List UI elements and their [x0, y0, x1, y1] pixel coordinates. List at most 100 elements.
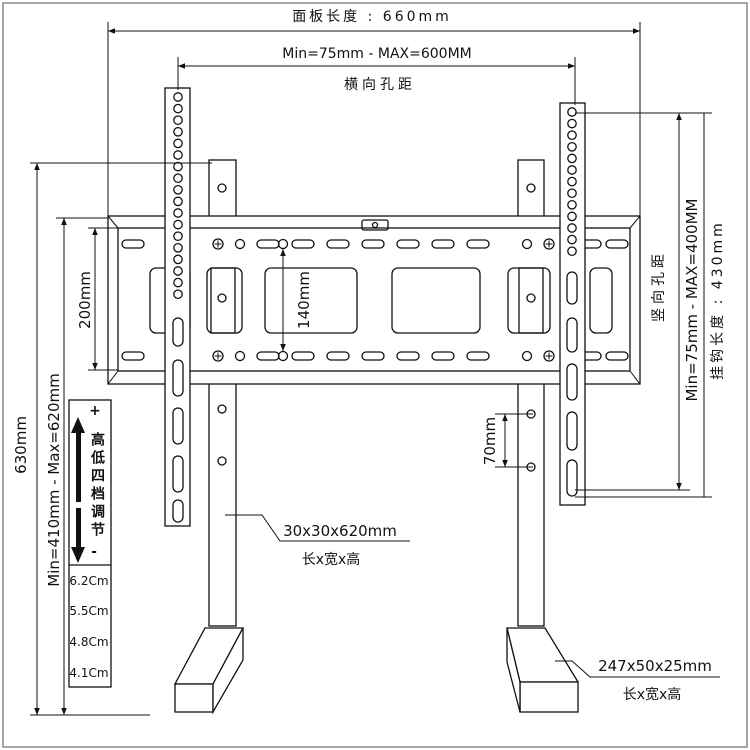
right-post-hole [526, 183, 536, 193]
right-strip-hole [567, 176, 577, 187]
right-strip-hole [567, 107, 577, 117]
left-foot-side [212, 627, 244, 715]
plate-slot [361, 351, 385, 361]
plate-hole [277, 350, 289, 362]
adjust-level-label: 6.2Cm [69, 574, 108, 588]
panel-length-dimension: 面板长度 : 660mm [107, 9, 641, 216]
plate-cutout [264, 267, 358, 334]
leader-line [225, 514, 410, 542]
vertical-range-label: Min=75mm - MAX=400MM [683, 198, 701, 401]
right-strip-hole [567, 165, 577, 175]
adjust-levels-text: 高低四档调节 [89, 431, 106, 540]
left-foot-front [174, 683, 214, 713]
right-strip-hole [567, 246, 577, 257]
slot-spacing-dimension: 140mm [280, 249, 313, 351]
plate-slot [291, 239, 315, 249]
left-strip-hole [173, 208, 183, 218]
left-strip-slot [172, 499, 184, 523]
screw-icon [543, 350, 555, 362]
adjust-level-label: 5.5Cm [69, 604, 108, 618]
right-strip-hole [567, 234, 577, 245]
left-post-hole [217, 183, 227, 193]
vertical-spacing-dimension: 竖向孔距 Min=75mm - MAX=400MM 挂钩长度 : 430mm [575, 112, 726, 498]
right-strip-hole [567, 211, 577, 222]
left-post-through-cutout [210, 267, 236, 334]
foot-size-label: 247x50x25mm [598, 657, 712, 675]
up-arrow-shaft [76, 432, 81, 502]
left-strip-slot [172, 455, 184, 493]
right-strip-hole [567, 130, 577, 141]
hook-length-label: 挂钩长度 : 430mm [710, 220, 726, 380]
screw-head [543, 238, 555, 250]
plate-slot [431, 239, 455, 249]
up-arrow-icon [71, 417, 85, 433]
right-strip-slot [566, 363, 578, 401]
plate-slot [326, 351, 350, 361]
right-strip-hole [567, 118, 577, 129]
left-strip-hole [173, 173, 183, 184]
left-strip-hole [173, 266, 183, 276]
leader-line [555, 660, 720, 678]
left-strip-hole [173, 92, 183, 102]
plate-slot [605, 239, 629, 249]
left-strip-hole [173, 219, 183, 230]
height-range-label: Min=410mm - Max=620mm [45, 373, 63, 586]
horizontal-spacing-dimension: Min=75mm - MAX=600MM 横向孔距 [177, 46, 576, 105]
plate-slot [396, 239, 420, 249]
right-foot-front [519, 681, 579, 713]
minus-sign: - [91, 544, 97, 560]
horizontal-hole-spacing-label: 横向孔距 [344, 77, 416, 93]
plate-slot [466, 239, 490, 249]
adjust-level-label: 4.1Cm [69, 666, 108, 680]
right-foot [506, 627, 580, 713]
left-strip-hole [173, 115, 183, 126]
plate-slot [431, 351, 455, 361]
left-strip-hole [173, 254, 183, 265]
plate-hole [234, 350, 246, 362]
plate-inner [117, 227, 631, 372]
left-vesa-strip [164, 87, 191, 527]
left-post-hole [217, 293, 227, 303]
plate-edge [107, 215, 119, 229]
plate-height-label: 200mm [76, 271, 94, 329]
left-strip-hole [173, 277, 183, 288]
plate-holes [121, 238, 629, 362]
left-strip-hole [173, 103, 183, 114]
left-strip-hole [173, 231, 183, 242]
right-post-hole [526, 293, 536, 303]
plate-edge [629, 370, 641, 385]
right-strip-hole [567, 153, 577, 164]
left-strip-hole [173, 161, 183, 172]
screw-icon [212, 350, 224, 362]
plate-slot [396, 351, 420, 361]
post-size-callout: 30x30x620mm 长x宽x高 [225, 514, 410, 568]
post-hole-spacing-dimension: 70mm [481, 413, 533, 468]
post-size-caption: 长x宽x高 [302, 551, 361, 568]
plate-slot [326, 239, 350, 249]
down-arrow-shaft [76, 508, 81, 548]
left-foot [173, 627, 245, 715]
right-strip-hole [567, 141, 577, 152]
plus-sign: + [89, 403, 101, 419]
plate-slot [466, 351, 490, 361]
plate-cutout [589, 267, 613, 334]
height-adjust-box: + 高低四档调节 - 6.2Cm 5.5Cm 4.8Cm 4.1Cm [68, 399, 112, 688]
right-strip-hole [567, 223, 577, 233]
left-strip-body [164, 87, 191, 527]
plate-hole [234, 238, 246, 250]
left-strip-hole [173, 242, 183, 253]
left-post-hole [217, 456, 227, 466]
plate-hole [521, 350, 533, 362]
plate-slot [605, 351, 629, 361]
height-range-dimension: Min=410mm - Max=620mm [45, 217, 108, 715]
left-strip-hole [173, 184, 183, 195]
plate-cutout [507, 267, 551, 334]
total-height-dimension: 630mm [12, 162, 212, 716]
total-height-label: 630mm [12, 416, 30, 474]
level-bubble [361, 219, 389, 231]
right-strip-slot [566, 459, 578, 497]
left-strip-slot [172, 407, 184, 445]
horizontal-range-label: Min=75mm - MAX=600MM [282, 46, 471, 62]
foot-size-caption: 长x宽x高 [623, 686, 682, 703]
